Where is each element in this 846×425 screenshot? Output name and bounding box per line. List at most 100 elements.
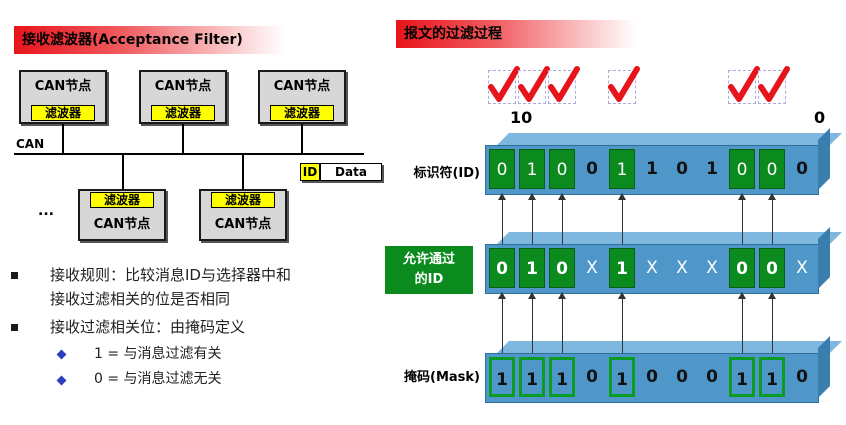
node-label: CAN节点: [273, 79, 331, 94]
up-arrow-icon: [618, 193, 626, 244]
bit-low-label: 0: [814, 108, 826, 127]
id-bit-5: 1: [646, 159, 658, 179]
up-arrow-icon: [498, 292, 506, 353]
mask-bit-9: 1: [759, 357, 785, 397]
checkmark-icon: [728, 66, 760, 104]
id-bit-4: 1: [609, 149, 635, 189]
bullet-2-line-1: 接收过滤相关位：由掩码定义: [50, 318, 246, 336]
allow-bar-side: [818, 227, 830, 289]
mask-bar-top: [497, 341, 842, 353]
allow-row-label: 允许通过 的ID: [385, 246, 473, 294]
bullet-diamond-icon: [56, 375, 67, 386]
allow-label-2: 的ID: [414, 272, 444, 287]
drop-line-5: [242, 154, 244, 189]
frame-data: Data: [320, 163, 382, 181]
node-label: CAN节点: [154, 79, 212, 94]
bit-high-label: 10: [510, 108, 533, 127]
allow-bit-6: X: [676, 258, 688, 278]
filter-label: 滤波器: [270, 105, 334, 121]
filter-label: 滤波器: [90, 192, 154, 208]
id-bit-1: 1: [519, 149, 545, 189]
filter-label: 滤波器: [151, 105, 215, 121]
drop-line-3: [301, 124, 303, 154]
filter-label: 滤波器: [31, 105, 95, 121]
id-bit-6: 0: [676, 159, 688, 179]
bullet-square-icon: [11, 324, 18, 331]
id-bit-3: 0: [586, 159, 598, 179]
id-bit-10: 0: [796, 159, 808, 179]
mask-row-label: 掩码(Mask): [404, 370, 480, 385]
drop-line-4: [122, 154, 124, 189]
frame-id: ID: [300, 163, 320, 181]
up-arrow-icon: [498, 193, 506, 244]
bullet-diamond-icon: [56, 349, 67, 360]
up-arrow-icon: [738, 193, 746, 244]
left-title: 接收滤波器(Acceptance Filter): [14, 26, 284, 54]
mask-bit-4: 1: [609, 357, 635, 397]
bullet-1-line-2: 接收过滤相关的位是否相同: [50, 290, 231, 308]
mask-bar-side: [818, 336, 830, 398]
checkmark-icon: [518, 66, 550, 104]
bus-label: CAN: [16, 137, 45, 151]
up-arrow-icon: [618, 292, 626, 353]
mask-bit-5: 0: [646, 367, 658, 387]
up-arrow-icon: [768, 193, 776, 244]
mask-bit-10: 0: [796, 367, 808, 387]
up-arrow-icon: [528, 292, 536, 353]
can-node-top-1: CAN节点 滤波器: [19, 70, 107, 124]
allow-bit-10: X: [796, 258, 808, 278]
mask-bit-2: 1: [549, 357, 575, 397]
checkmark-icon: [608, 66, 640, 104]
bullet-square-icon: [11, 272, 18, 279]
filter-label: 滤波器: [211, 192, 275, 208]
allow-bit-5: X: [646, 258, 658, 278]
allow-bit-2: 0: [549, 248, 575, 288]
id-bit-8: 0: [729, 149, 755, 189]
id-bit-0: 0: [489, 149, 515, 189]
checkmark-icon: [548, 66, 580, 104]
mask-bit-0: 1: [489, 357, 515, 397]
up-arrow-icon: [528, 193, 536, 244]
up-arrow-icon: [558, 292, 566, 353]
up-arrow-icon: [738, 292, 746, 353]
id-bit-2: 0: [549, 149, 575, 189]
mask-bit-8: 1: [729, 357, 755, 397]
node-label: CAN节点: [214, 217, 272, 232]
id-bar-side: [818, 128, 830, 190]
checkmark-icon: [758, 66, 790, 104]
ellipsis: ...: [38, 203, 54, 219]
mask-bit-7: 0: [706, 367, 718, 387]
node-label: CAN节点: [34, 79, 92, 94]
allow-label-1: 允许通过: [402, 252, 455, 267]
id-bit-9: 0: [759, 149, 785, 189]
subbullet-1: 1 = 与消息过滤有关: [94, 346, 222, 362]
bus-line: [14, 153, 364, 155]
id-bit-7: 1: [706, 159, 718, 179]
allow-bit-7: X: [706, 258, 718, 278]
allow-bit-4: 1: [609, 248, 635, 288]
mask-bit-6: 0: [676, 367, 688, 387]
can-node-top-2: CAN节点 滤波器: [139, 70, 227, 124]
mask-bit-3: 0: [586, 367, 598, 387]
allow-bit-3: X: [586, 258, 598, 278]
drop-line-1: [62, 124, 64, 154]
id-bar-top: [497, 133, 842, 145]
id-row-label: 标识符(ID): [413, 166, 480, 181]
checkmark-icon: [488, 66, 520, 104]
allow-bit-1: 1: [519, 248, 545, 288]
drop-line-2: [182, 124, 184, 154]
allow-bar-top: [497, 232, 842, 244]
can-node-bottom-1: 滤波器 CAN节点: [78, 189, 166, 241]
allow-bit-8: 0: [729, 248, 755, 288]
subbullet-2: 0 = 与消息过滤无关: [94, 371, 222, 387]
right-title: 报文的过滤过程: [396, 20, 636, 48]
mask-bit-1: 1: [519, 357, 545, 397]
up-arrow-icon: [558, 193, 566, 244]
can-node-top-3: CAN节点 滤波器: [258, 70, 346, 124]
node-label: CAN节点: [93, 217, 151, 232]
allow-bit-0: 0: [489, 248, 515, 288]
allow-bit-9: 0: [759, 248, 785, 288]
can-node-bottom-2: 滤波器 CAN节点: [199, 189, 287, 241]
bullet-1-line-1: 接收规则：比较消息ID与选择器中和: [50, 266, 291, 284]
up-arrow-icon: [768, 292, 776, 353]
